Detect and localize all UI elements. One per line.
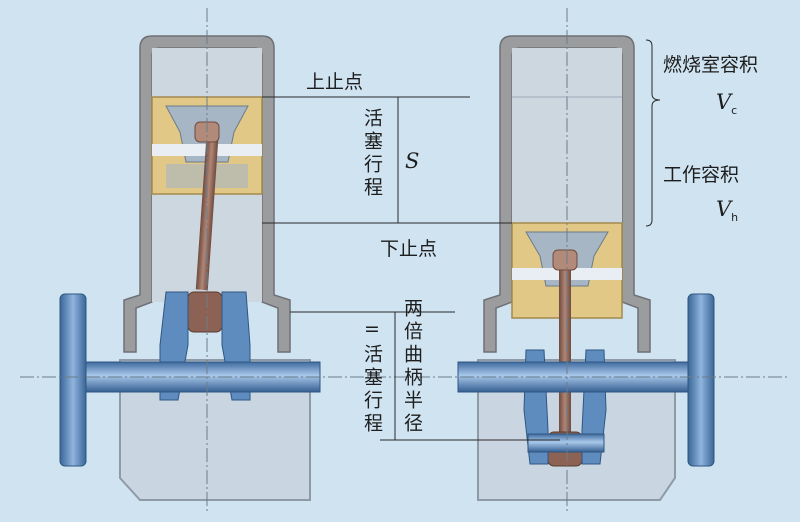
vh-symbol: Vh (716, 197, 739, 224)
vc-subscript: c (731, 104, 738, 117)
right-connecting-rod (559, 270, 571, 450)
right-piston-pin (552, 249, 578, 271)
equals-piston-stroke-label: =活塞行程 (361, 318, 383, 436)
bdc-label: 下止点 (380, 238, 438, 260)
vh-symbol-letter: V (716, 197, 732, 221)
vh-subscript: h (731, 211, 739, 224)
dimension-lines (262, 96, 622, 441)
left-big-end (187, 291, 223, 333)
working-volume-label: 工作容积 (663, 164, 740, 186)
centre-lines (20, 8, 790, 512)
piston-stroke-label: 活塞行程 (361, 108, 383, 200)
vc-symbol-letter: V (716, 90, 732, 114)
right-flywheel (687, 293, 715, 467)
volume-brace (645, 39, 661, 227)
left-flywheel (59, 293, 87, 467)
tdc-label: 上止点 (306, 71, 364, 93)
combustion-chamber-volume-label: 燃烧室容积 (663, 54, 759, 76)
twice-crank-radius-label: 两倍曲柄半径 (401, 298, 423, 436)
left-engine (59, 35, 321, 501)
stroke-symbol: S (405, 149, 420, 173)
right-engine (457, 35, 715, 501)
vc-symbol: Vc (716, 90, 738, 117)
right-crank-pin (527, 433, 605, 453)
